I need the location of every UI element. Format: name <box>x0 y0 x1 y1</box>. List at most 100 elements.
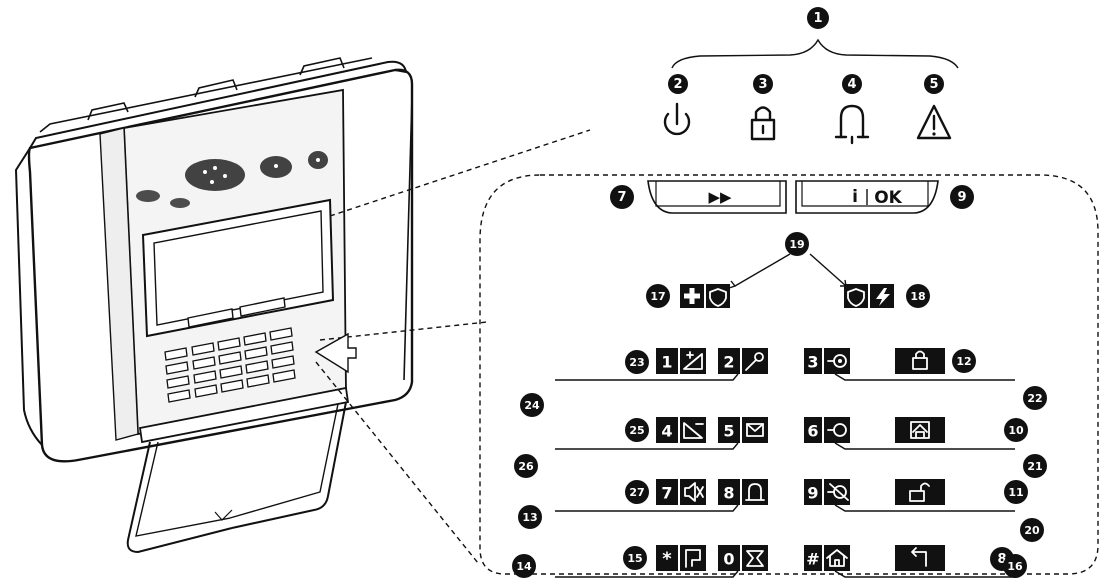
callout-label: 26 <box>518 460 534 473</box>
fire-icon <box>876 288 890 306</box>
speaker-off-icon <box>827 483 849 501</box>
callout-label: 17 <box>650 290 665 303</box>
shield-key-right[interactable] <box>844 284 868 308</box>
callout-label: 24 <box>524 399 540 412</box>
callout-9: 9 <box>950 185 974 209</box>
bell-icon <box>834 104 870 145</box>
callout-label: 27 <box>629 486 644 499</box>
key-8[interactable]: 8 <box>718 479 768 505</box>
callout-22: 22 <box>1023 386 1047 410</box>
bell-icon <box>745 483 765 501</box>
callout-label: 18 <box>910 290 925 303</box>
key-5[interactable]: 5 <box>718 417 768 443</box>
partition-icon <box>746 550 764 567</box>
key-6[interactable]: 6 <box>804 417 850 443</box>
next-button[interactable]: ▶▶ <box>647 180 787 214</box>
callout-16: 16 <box>1003 554 1027 578</box>
key-star[interactable]: * <box>656 545 706 571</box>
callout-19: 19 <box>785 232 809 256</box>
key-7[interactable]: 7 <box>656 479 706 505</box>
key-0[interactable]: 0 <box>718 545 768 571</box>
key-hash-label: # <box>806 550 819 569</box>
ok-button[interactable]: i OK <box>795 180 939 214</box>
ok-info-label: i <box>852 187 858 207</box>
callout-label: 15 <box>627 552 642 565</box>
callout-15: 15 <box>623 546 647 570</box>
key-1-label: 1 <box>661 353 672 372</box>
key-2-label: 2 <box>723 353 734 372</box>
callout-18: 18 <box>906 284 930 308</box>
callout-14: 14 <box>512 554 536 578</box>
key-leader-lines <box>555 373 1015 578</box>
key-3-label: 3 <box>807 353 818 372</box>
message-icon <box>746 423 764 437</box>
key-5-label: 5 <box>723 422 734 441</box>
power-icon <box>663 102 691 136</box>
away-arm-key[interactable] <box>895 348 945 374</box>
callout-label: 21 <box>1027 460 1042 473</box>
callout-label: 25 <box>629 424 644 437</box>
callout-13: 13 <box>518 505 542 529</box>
key-9[interactable]: 9 <box>804 479 850 505</box>
home-arm-icon <box>910 421 930 439</box>
callout-1: 1 <box>807 7 829 29</box>
callout-label: 16 <box>1007 560 1023 573</box>
callout-21: 21 <box>1023 454 1047 478</box>
lock-icon <box>912 350 928 370</box>
warning-icon <box>916 104 952 140</box>
keypad-detail-frame <box>479 174 1099 575</box>
callout-label: 11 <box>1008 486 1023 499</box>
shield-icon <box>847 288 865 307</box>
shield-key-left[interactable] <box>706 284 730 308</box>
key-7-label: 7 <box>661 484 672 503</box>
panel-device-illustration <box>14 57 414 554</box>
callout-label: 10 <box>1008 424 1024 437</box>
callout-label: 1 <box>813 11 822 26</box>
key-8-label: 8 <box>723 484 734 503</box>
next-button-label: ▶▶ <box>708 188 732 206</box>
key-4[interactable]: 4 <box>656 417 706 443</box>
panic-key-plus[interactable] <box>680 284 704 308</box>
key-4-label: 4 <box>661 422 672 441</box>
back-key[interactable] <box>895 545 945 571</box>
callout-27: 27 <box>625 480 649 504</box>
shield-icon <box>709 288 727 307</box>
key-2[interactable]: 2 <box>718 348 768 374</box>
callout-5: 5 <box>924 74 944 94</box>
callout-26: 26 <box>514 454 538 478</box>
flag-icon <box>685 549 701 568</box>
key-hash[interactable]: # <box>804 545 850 571</box>
home-arm-key[interactable] <box>895 417 945 443</box>
callout-label: 13 <box>522 511 537 524</box>
callout-23: 23 <box>625 350 649 374</box>
callout-label: 9 <box>957 190 966 205</box>
key-3[interactable]: 3 <box>804 348 850 374</box>
callout-2: 2 <box>668 74 688 94</box>
speaker-record-icon <box>827 354 847 368</box>
microphone-icon <box>745 352 764 371</box>
fire-key[interactable] <box>870 284 894 308</box>
key-star-label: * <box>662 549 672 570</box>
callout-17: 17 <box>646 284 670 308</box>
callout-3: 3 <box>753 74 773 94</box>
callout-12: 12 <box>952 349 976 373</box>
callout-label: 19 <box>789 238 804 251</box>
home-icon <box>826 549 848 567</box>
bypass-zone-icon <box>683 422 704 439</box>
callout-label: 3 <box>758 77 767 92</box>
disarm-key[interactable] <box>895 479 945 505</box>
unlock-icon <box>909 482 930 502</box>
callout-label: 7 <box>617 190 626 205</box>
callout-25: 25 <box>625 418 649 442</box>
arm-zone-add-icon <box>683 351 703 370</box>
ok-button-label: OK <box>874 188 902 208</box>
speaker-icon <box>827 423 847 437</box>
key-9-label: 9 <box>807 484 818 503</box>
callout-label: 8 <box>997 552 1006 567</box>
key-1[interactable]: 1 <box>656 348 706 374</box>
callout-label: 14 <box>516 560 532 573</box>
callout-20: 20 <box>1020 518 1044 542</box>
callout-10: 10 <box>1004 418 1028 442</box>
